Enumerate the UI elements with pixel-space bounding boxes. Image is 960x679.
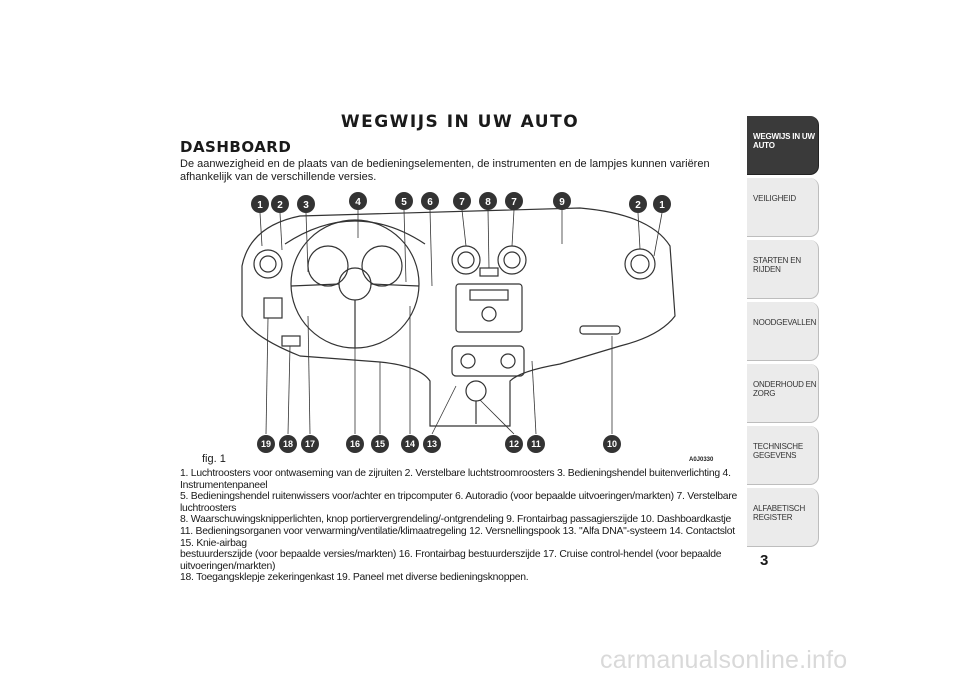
svg-text:12: 12 [509, 439, 519, 449]
tab-onderhoud[interactable]: ONDERHOUD EN ZORG [747, 364, 819, 423]
svg-text:2: 2 [635, 200, 641, 211]
caption-line: 5. Bedieningshendel ruitenwissers voor/a… [180, 491, 738, 514]
intro-text: De aanwezigheid en de plaats van de bedi… [180, 158, 710, 183]
svg-text:19: 19 [261, 439, 271, 449]
svg-text:6: 6 [427, 197, 433, 208]
callouts-top: 1 2 3 4 5 6 7 8 7 9 2 1 [251, 192, 671, 287]
svg-text:11: 11 [531, 439, 541, 449]
svg-text:10: 10 [607, 439, 617, 449]
caption-line: 8. Waarschuwingsknipperlichten, knop por… [180, 514, 732, 526]
tab-wegwijs[interactable]: WEGWIJS IN UW AUTO [747, 116, 819, 175]
tab-veiligheid[interactable]: VEILIGHEID [747, 178, 819, 237]
caption-line: 11. Bedieningsorganen voor verwarming/ve… [180, 525, 735, 549]
svg-text:16: 16 [350, 439, 360, 449]
svg-text:18: 18 [283, 439, 293, 449]
watermark: carmanualsonline.info [600, 646, 848, 674]
svg-text:13: 13 [427, 439, 437, 449]
svg-text:5: 5 [401, 197, 407, 208]
figure-caption: 1. Luchtroosters voor ontwaseming van de… [180, 468, 740, 584]
dashboard-illustration: 1 2 3 4 5 6 7 8 7 9 2 1 [241, 192, 676, 453]
tab-register[interactable]: ALFABETISCH REGISTER [747, 488, 819, 547]
svg-text:1: 1 [659, 200, 665, 211]
section-title: DASHBOARD [180, 138, 292, 156]
page-number: 3 [760, 552, 769, 569]
svg-text:14: 14 [405, 439, 415, 449]
tab-technische[interactable]: TECHNISCHE GEGEVENS [747, 426, 819, 485]
svg-text:8: 8 [485, 197, 491, 208]
chapter-title: WEGWIJS IN UW AUTO [340, 112, 580, 132]
svg-text:7: 7 [459, 197, 465, 208]
figure-label: fig. 1 [202, 453, 226, 465]
svg-text:4: 4 [355, 197, 361, 208]
svg-text:15: 15 [375, 439, 385, 449]
dashboard-figure: 1 2 3 4 5 6 7 8 7 9 2 1 [180, 186, 740, 466]
svg-text:3: 3 [303, 200, 309, 211]
svg-text:7: 7 [511, 197, 517, 208]
tab-starten[interactable]: STARTEN EN RIJDEN [747, 240, 819, 299]
svg-text:17: 17 [305, 439, 315, 449]
figure-code: A0J0330 [689, 457, 714, 463]
tab-noodgevallen[interactable]: NOODGEVALLEN [747, 302, 819, 361]
caption-line: 18. Toegangsklepje zekeringenkast 19. Pa… [180, 572, 529, 584]
caption-line: 1. Luchtroosters voor ontwaseming van de… [180, 468, 731, 491]
svg-text:9: 9 [559, 197, 565, 208]
chapter-tabs: WEGWIJS IN UW AUTO VEILIGHEID STARTEN EN… [747, 116, 819, 550]
caption-line: bestuurderszijde (voor bepaalde versies/… [180, 549, 722, 572]
svg-text:1: 1 [257, 200, 263, 211]
callouts-bottom: 19 18 17 16 15 14 13 12 11 10 [257, 306, 621, 453]
svg-text:2: 2 [277, 200, 283, 211]
